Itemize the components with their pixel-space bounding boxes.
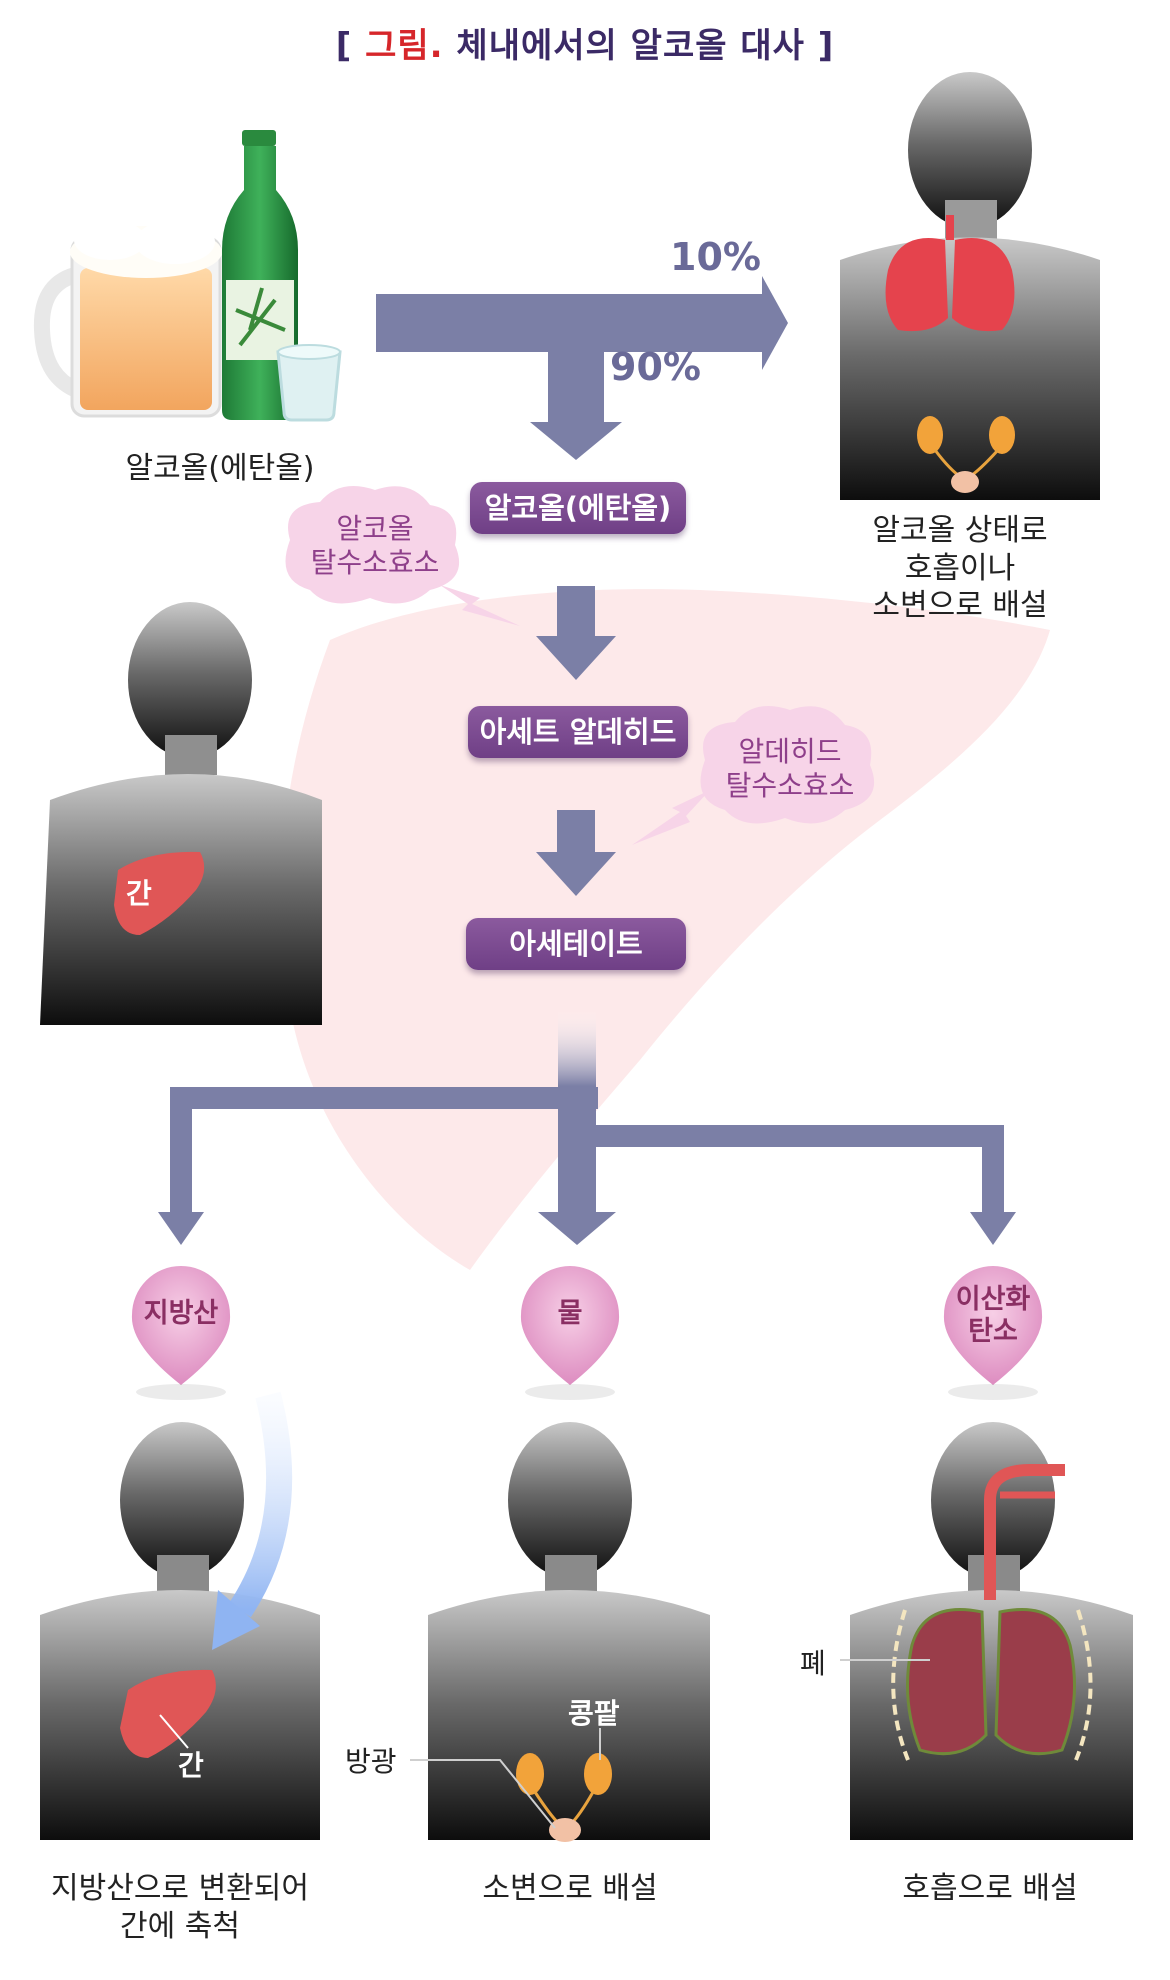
step-acetate: 아세테이트: [466, 918, 686, 970]
bottom-caption-3: 호흡으로 배설: [902, 1871, 1078, 1906]
enzyme-cloud-1: [285, 486, 520, 626]
product-drop-2: [520, 1266, 620, 1400]
bottom-caption-1: 지방산으로 변환되어 간에 축척: [51, 1871, 309, 1944]
organ-label-liver: 간: [178, 1749, 204, 1782]
figure-title: [ 그림. 체내에서의 알코올 대사 ]: [335, 26, 835, 66]
enzyme-label-1: 알코올 탈수소효소: [310, 512, 440, 579]
exhale-caption: 알코올 상태로 호흡이나 소변으로 배설: [872, 513, 1048, 623]
step-arrows: [536, 586, 616, 896]
drinks-illustration: [33, 130, 342, 422]
figure-title-text: 체내에서의 알코올 대사: [456, 26, 805, 66]
body-middle-left: [40, 602, 322, 1025]
source-label: 알코올(에탄올): [125, 451, 315, 486]
body-bottom-kidney: [410, 1422, 710, 1842]
product-label-1: 지방산: [143, 1298, 219, 1329]
product-drop-1: [131, 1265, 231, 1400]
product-label-2: 물: [557, 1298, 583, 1329]
liver-percent: 90%: [610, 345, 701, 389]
step-ethanol: 알코올(에탄올): [470, 482, 686, 534]
product-drop-3: [943, 1266, 1043, 1400]
bottom-caption-2: 소변으로 배설: [482, 1871, 658, 1906]
organ-label-bladder: 방광: [345, 1745, 397, 1778]
liver-label-middle: 간: [126, 877, 152, 910]
body-bottom-liver: [40, 1391, 320, 1840]
product-label-3: 이산화 탄소: [955, 1284, 1031, 1348]
body-top-right: [840, 72, 1100, 500]
organ-label-lung: 폐: [800, 1647, 826, 1680]
step-acetaldehyde: 아세트 알데히드: [468, 706, 688, 758]
enzyme-cloud-2: [632, 706, 875, 845]
main-split-arrow: [376, 276, 788, 460]
body-bottom-lung: [840, 1422, 1133, 1840]
organ-label-kidney: 콩팥: [568, 1697, 620, 1730]
branch-arrows: [158, 1010, 1016, 1245]
figure-title-highlight: 그림.: [365, 26, 444, 66]
exhale-percent: 10%: [670, 235, 761, 279]
enzyme-label-2: 알데히드 탈수소효소: [725, 735, 855, 802]
